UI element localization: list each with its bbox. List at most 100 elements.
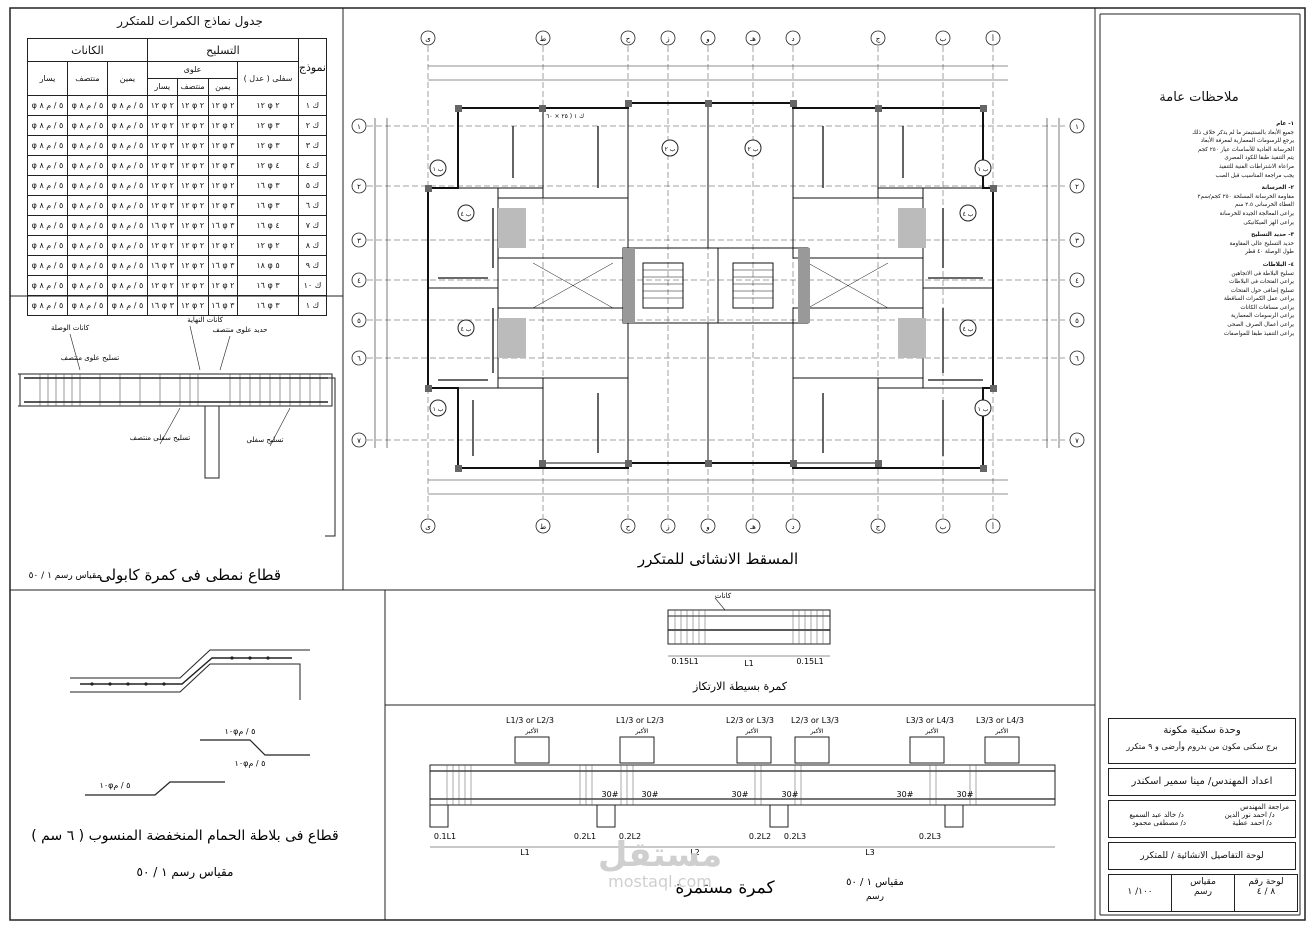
table-cell-model: ك ٣ [297, 135, 328, 156]
slab-mark-circle [974, 159, 992, 177]
table-cell-t-mid: ٢ φ ١٢ [176, 155, 209, 176]
axis-right-label-circle [1069, 178, 1085, 194]
table-cell-s-right: ٥ / م ٨ φ [106, 195, 148, 216]
col-top-header: علوى [146, 61, 239, 79]
table-cell-t-left: ٢ φ ١٢ [146, 175, 178, 196]
table-cell-t-right: ٢ φ ١٢ [207, 115, 239, 136]
bar-mark: 30# [602, 790, 619, 799]
table-cell-s-left: ٥ / م ٨ φ [27, 115, 68, 136]
span-ratio-label: L3/3 or L4/3 [976, 716, 1024, 725]
bath-dim-1: ١٠φ٥ / م [225, 727, 256, 736]
axis-top-label-circle [935, 30, 951, 46]
axis-right-label-circle [1069, 312, 1085, 328]
axis-right-label: ٣ [1075, 237, 1079, 245]
reviewers-row-2: د/ احمد عطية د/ مصطفى محمود [1109, 819, 1295, 827]
continuous-beam-title: كمرة مستمرة [675, 878, 775, 898]
axis-left-label: ٣ [357, 237, 361, 245]
table-cell-model: ك ٦ [297, 195, 328, 216]
cantilever-title: قطاع نمطى فى كمرة كابولى [99, 566, 281, 584]
table-cell-s-right: ٥ / م ٨ φ [106, 95, 148, 116]
table-cell-model: ك ١٠ [297, 275, 328, 296]
table-cell-s-right: ٥ / م ٨ φ [106, 255, 148, 276]
slab-mark: ب ١ [433, 166, 444, 173]
table-cell-t-right: ٣ φ ١٢ [207, 195, 239, 216]
bathroom-scale: مقياس رسم ١ / ٥٠ [137, 865, 234, 880]
continuous-beam-scale: مقياس ١ / ٥٠ [846, 877, 904, 888]
table-cell-model: ك ٩ [297, 255, 328, 276]
axis-bottom-label-circle [785, 518, 801, 534]
table-cell-bottom: ٣ φ ١٦ [237, 275, 299, 296]
axis-top-label-circle [700, 30, 716, 46]
axis-top-label-circle [745, 30, 761, 46]
title-project-box: وحدة سكنية مكونة برج سكنى مكون من بدروم … [1108, 718, 1296, 764]
axis-bottom-label: ط [540, 523, 546, 531]
cant-label-2: حدید علوى منتصف [213, 326, 268, 334]
sheet-no: ٨ / ٤ [1256, 887, 1276, 897]
slab-mark: ب ٢ [665, 146, 676, 153]
table-cell-t-right: ٣ φ ١٦ [207, 215, 239, 236]
notes-line: يراعى التنفيذ طبقا للمواصفات [1223, 330, 1294, 337]
axis-bottom-label-circle [870, 518, 886, 534]
notes-heading: ملاحظات عامة [1159, 90, 1239, 105]
slab-mark-circle [457, 204, 475, 222]
table-cell-s-mid: ٥ / م ٨ φ [67, 155, 108, 176]
table-cell-t-mid: ٢ φ ١٢ [176, 115, 209, 136]
table-cell-t-left: ٢ φ ١٢ [146, 275, 178, 296]
axis-right-label: ٢ [1075, 183, 1079, 191]
span-ratio-label: L1/3 or L2/3 [506, 716, 554, 725]
table-cell-bottom: ٣ φ ١٢ [237, 115, 299, 136]
support-mark: 0.2L3 [784, 832, 806, 841]
largest-label: الأكبر [524, 727, 538, 735]
table-cell-s-left: ٥ / م ٨ φ [27, 175, 68, 196]
slab-mark-circle [959, 319, 977, 337]
axis-top-label-circle [870, 30, 886, 46]
axis-top-label-circle [985, 30, 1001, 46]
axis-left-label: ٢ [357, 183, 361, 191]
axis-top-label-circle [620, 30, 636, 46]
table-cell-t-left: ٣ φ ١٢ [146, 195, 178, 216]
span-label-l1: L1 [520, 848, 530, 857]
table-cell-model: ك ١ [297, 295, 328, 316]
notes-line: مراعاة الاشتراطات الفنية للتنفيذ [1219, 163, 1294, 170]
notes-line: يراعى مسافات الكانات [1240, 304, 1294, 311]
notes-line: يراعى الفتحات فى البلاطات [1229, 279, 1294, 286]
table-cell-model: ك ٤ [297, 155, 328, 176]
table-cell-s-left: ٥ / م ٨ φ [27, 295, 68, 316]
top-left-header: يسار [146, 78, 178, 96]
slab-mark-circle [974, 399, 992, 417]
review-label: مراجعة المهندس [1240, 803, 1289, 811]
axis-top-label: ب [940, 35, 947, 43]
axis-bottom-label: ز [665, 523, 669, 531]
scale-value: ١٠٠/ ١ [1109, 875, 1172, 911]
top-right-header: يمين [207, 78, 239, 96]
notes-line: يراعى عمل الكمرات الساقطة [1223, 296, 1294, 303]
cant-label-1: كانات النهاية [187, 316, 223, 324]
table-cell-s-right: ٥ / م ٨ φ [106, 135, 148, 156]
notes-line: تسليح إضافى حول الفتحات [1230, 287, 1294, 294]
slab-mark: ب ٤ [461, 326, 472, 333]
lintel-title: كمرة بسيطة الارتكاز [692, 680, 788, 693]
slab-mark: ب ٤ [461, 211, 472, 218]
axis-top-label: ج [876, 35, 881, 43]
sheet-title: لوحة التفاصيل الانشائية / للمتكرر [1108, 842, 1296, 870]
table-cell-bottom: ٣ φ ١٢ [237, 135, 299, 156]
table-cell-t-mid: ٢ φ ١٢ [176, 275, 209, 296]
bath-dim-2: ١٠φ٥ / م [235, 759, 266, 768]
continuous-beam-scale-sub: رسم [866, 892, 884, 902]
table-cell-t-right: ٢ φ ١٢ [207, 275, 239, 296]
axis-right-label: ٧ [1075, 437, 1079, 445]
table-cell-s-left: ٥ / م ٨ φ [27, 195, 68, 216]
table-cell-s-mid: ٥ / م ٨ φ [67, 115, 108, 136]
table-cell-t-left: ٢ φ ١٢ [146, 235, 178, 256]
table-cell-s-mid: ٥ / م ٨ φ [67, 95, 108, 116]
bar-mark: 30# [957, 790, 974, 799]
lintel-top-label: كانات [715, 592, 732, 600]
axis-right-label: ١ [1075, 123, 1079, 131]
notes-line: مقاومة الخرسانة المسلحة ٢٥٠ كجم/سم٢ [1197, 193, 1294, 200]
table-cell-bottom: ٤ φ ١٦ [237, 215, 299, 236]
notes-section-title: ٢- الخرسانة [1261, 185, 1294, 192]
cant-label-3: تسليح علوى منتصف [61, 354, 120, 362]
